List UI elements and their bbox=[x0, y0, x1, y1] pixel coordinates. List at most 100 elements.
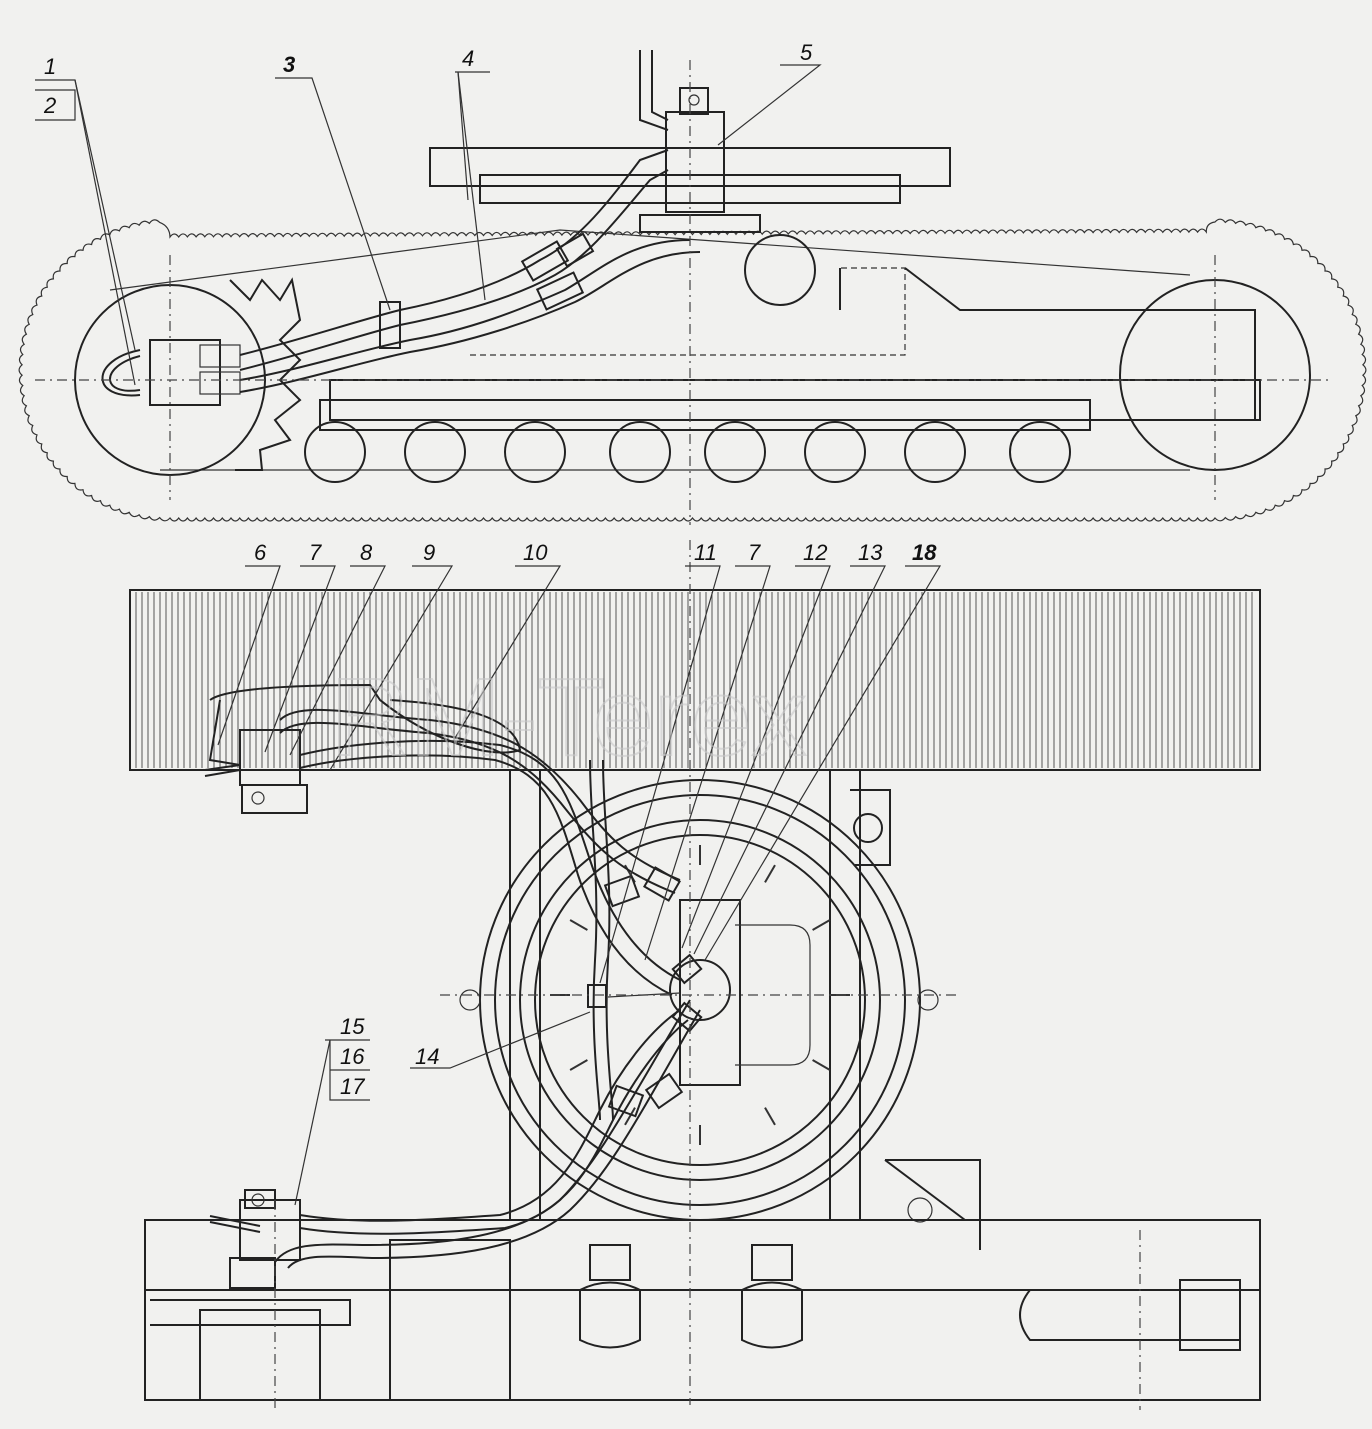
ring-tick bbox=[569, 919, 588, 931]
track-frame-beam bbox=[329, 379, 1261, 421]
ring-tick bbox=[764, 864, 776, 883]
track-side-view bbox=[18, 50, 1367, 525]
motor-upper-port bbox=[241, 784, 308, 814]
track-roller-6 bbox=[804, 421, 866, 483]
motor-fitting-top bbox=[199, 344, 241, 368]
item-4-hose-b bbox=[239, 239, 691, 381]
frame-lower-box-left bbox=[199, 1309, 321, 1401]
slewing-ring-inner bbox=[519, 819, 881, 1181]
item-7-fittings bbox=[587, 866, 703, 1118]
motor-drain-loop bbox=[101, 349, 141, 397]
motor-drain-loop-inner bbox=[109, 355, 141, 392]
callout-3: 3 bbox=[283, 52, 295, 77]
track-frame-lower bbox=[144, 1219, 1261, 1401]
callout-6: 6 bbox=[254, 540, 267, 565]
center-joint-housing bbox=[679, 899, 741, 1086]
track-shoe-grousers bbox=[135, 592, 1253, 768]
track-upper-run bbox=[109, 229, 1191, 291]
item-4-hose-a-wall bbox=[239, 169, 669, 371]
upper-hose-riser bbox=[639, 50, 669, 131]
track-roller-7 bbox=[904, 421, 966, 483]
rotary-joint-cap bbox=[679, 87, 709, 115]
item-15-motor-lower bbox=[239, 1199, 301, 1261]
track-chain-outline bbox=[18, 218, 1367, 522]
slewing-ring-gear bbox=[534, 834, 866, 1166]
callout-18: 18 bbox=[912, 540, 937, 565]
callout-15: 15 bbox=[340, 1014, 365, 1039]
hose-upper-1 bbox=[299, 739, 681, 981]
hose-lower-2-wall bbox=[287, 1009, 701, 1269]
frame-lower-end-cap bbox=[1179, 1279, 1241, 1351]
ring-tick bbox=[569, 1059, 588, 1071]
frame-lower-rail-left bbox=[150, 1299, 351, 1326]
fender-left-edge bbox=[208, 699, 241, 766]
hose-vertical-wall bbox=[602, 759, 614, 1121]
center-joint-plate bbox=[735, 924, 811, 1066]
hose-coupling-b bbox=[535, 271, 585, 311]
item-5-rotary-joint bbox=[665, 111, 725, 213]
callout-16: 16 bbox=[340, 1044, 365, 1069]
motor-fitting-bottom bbox=[199, 371, 241, 395]
frame-pin-lower bbox=[907, 1197, 933, 1223]
frame-bracket-lower bbox=[884, 1159, 981, 1250]
callout-2: 2 bbox=[43, 93, 56, 118]
watermark: RM-Terex bbox=[330, 656, 807, 779]
frame-bracket-upper bbox=[850, 789, 891, 866]
track-roller-4 bbox=[609, 421, 671, 483]
callout-14: 14 bbox=[415, 1044, 439, 1069]
track-roller-3 bbox=[504, 421, 566, 483]
track-rollers bbox=[304, 421, 1071, 483]
hose-coupling-c bbox=[555, 232, 595, 268]
callout-5: 5 bbox=[800, 40, 813, 65]
hose-coupling-a bbox=[520, 240, 570, 282]
hose-upper-1-wall bbox=[299, 754, 673, 996]
callout-10: 10 bbox=[523, 540, 548, 565]
hose-upper-2-wall bbox=[279, 721, 676, 894]
sprocket-teeth-left bbox=[229, 277, 302, 471]
callout-12: 12 bbox=[803, 540, 827, 565]
motor-lower-port-pin bbox=[251, 1193, 265, 1207]
item-4-hose-b-wall bbox=[239, 251, 701, 393]
motor-lower-lever bbox=[209, 1215, 261, 1233]
hose-vertical bbox=[589, 759, 601, 1121]
motor-upper-port-pin bbox=[251, 791, 265, 805]
callout-7-left: 7 bbox=[309, 540, 322, 565]
motor-upper-lever bbox=[204, 764, 241, 777]
ring-tick bbox=[812, 1059, 831, 1071]
ring-lug-left bbox=[459, 989, 481, 1011]
track-roller-2 bbox=[404, 421, 466, 483]
callout-1: 1 bbox=[44, 54, 56, 79]
track-roller-1 bbox=[304, 421, 366, 483]
hose-lower-1 bbox=[299, 1009, 681, 1222]
support-roller-left bbox=[579, 1244, 641, 1349]
callout-11: 11 bbox=[694, 540, 717, 565]
callout-13: 13 bbox=[858, 540, 883, 565]
track-frame-bottom bbox=[319, 399, 1091, 431]
motor-lower-base bbox=[229, 1257, 276, 1289]
rotary-joint-base bbox=[639, 214, 761, 233]
hose-lower-2 bbox=[274, 999, 691, 1263]
carrier-roller bbox=[744, 234, 816, 306]
item-3-hose-clamp bbox=[379, 301, 401, 349]
item-4-hose-a bbox=[239, 149, 669, 356]
frame-pin bbox=[853, 813, 883, 843]
frame-dashed-box bbox=[470, 267, 906, 356]
callout-8: 8 bbox=[360, 540, 373, 565]
callout-4: 4 bbox=[462, 46, 474, 71]
slewing-ring-outer-inner bbox=[494, 794, 906, 1206]
callout-7-right: 7 bbox=[748, 540, 761, 565]
callout-17: 17 bbox=[340, 1074, 365, 1099]
ring-tick bbox=[764, 1107, 776, 1126]
leader-lines bbox=[35, 64, 942, 1206]
rotary-joint-pin bbox=[688, 94, 700, 106]
track-shoes-band bbox=[129, 589, 1261, 771]
ring-tick bbox=[624, 1107, 636, 1126]
frame-lower-box-mid bbox=[389, 1239, 511, 1401]
ring-tick bbox=[812, 919, 831, 931]
plan-view bbox=[129, 540, 1261, 1410]
hose-upper-2 bbox=[279, 708, 681, 881]
track-roller-5 bbox=[704, 421, 766, 483]
support-roller-right bbox=[741, 1244, 803, 1349]
motor-lower-port bbox=[244, 1189, 276, 1209]
